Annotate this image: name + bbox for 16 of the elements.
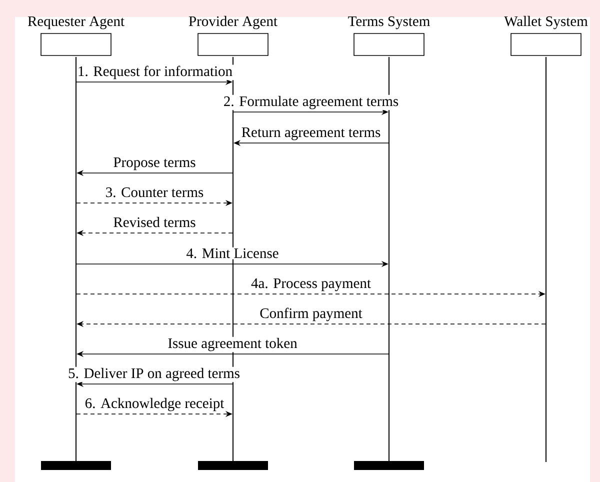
participant-name: Wallet System <box>504 16 588 30</box>
message-label: Confirm payment <box>258 306 364 322</box>
message-label: Propose terms <box>112 156 197 172</box>
message-label: Issue agreement token <box>166 336 298 352</box>
message-label: 3. Counter terms <box>104 186 205 198</box>
message-label: 5. Deliver IP on agreed terms <box>67 366 241 382</box>
message-label: 6. Acknowledge receipt <box>84 396 226 412</box>
participant-name: Provider Agent <box>188 16 278 30</box>
participant-name: Terms System <box>348 16 430 30</box>
message-label: Revised terms <box>112 216 197 228</box>
message-label: 2. Formulate agreement terms <box>222 94 400 110</box>
participant-name: Requester Agent <box>28 16 124 30</box>
message-label: Return agreement terms <box>240 126 382 142</box>
message-label: 4a. Process payment <box>250 277 372 292</box>
message-label: 4. Mint License <box>185 247 280 260</box>
message-label: 1. Request for information <box>76 64 234 80</box>
